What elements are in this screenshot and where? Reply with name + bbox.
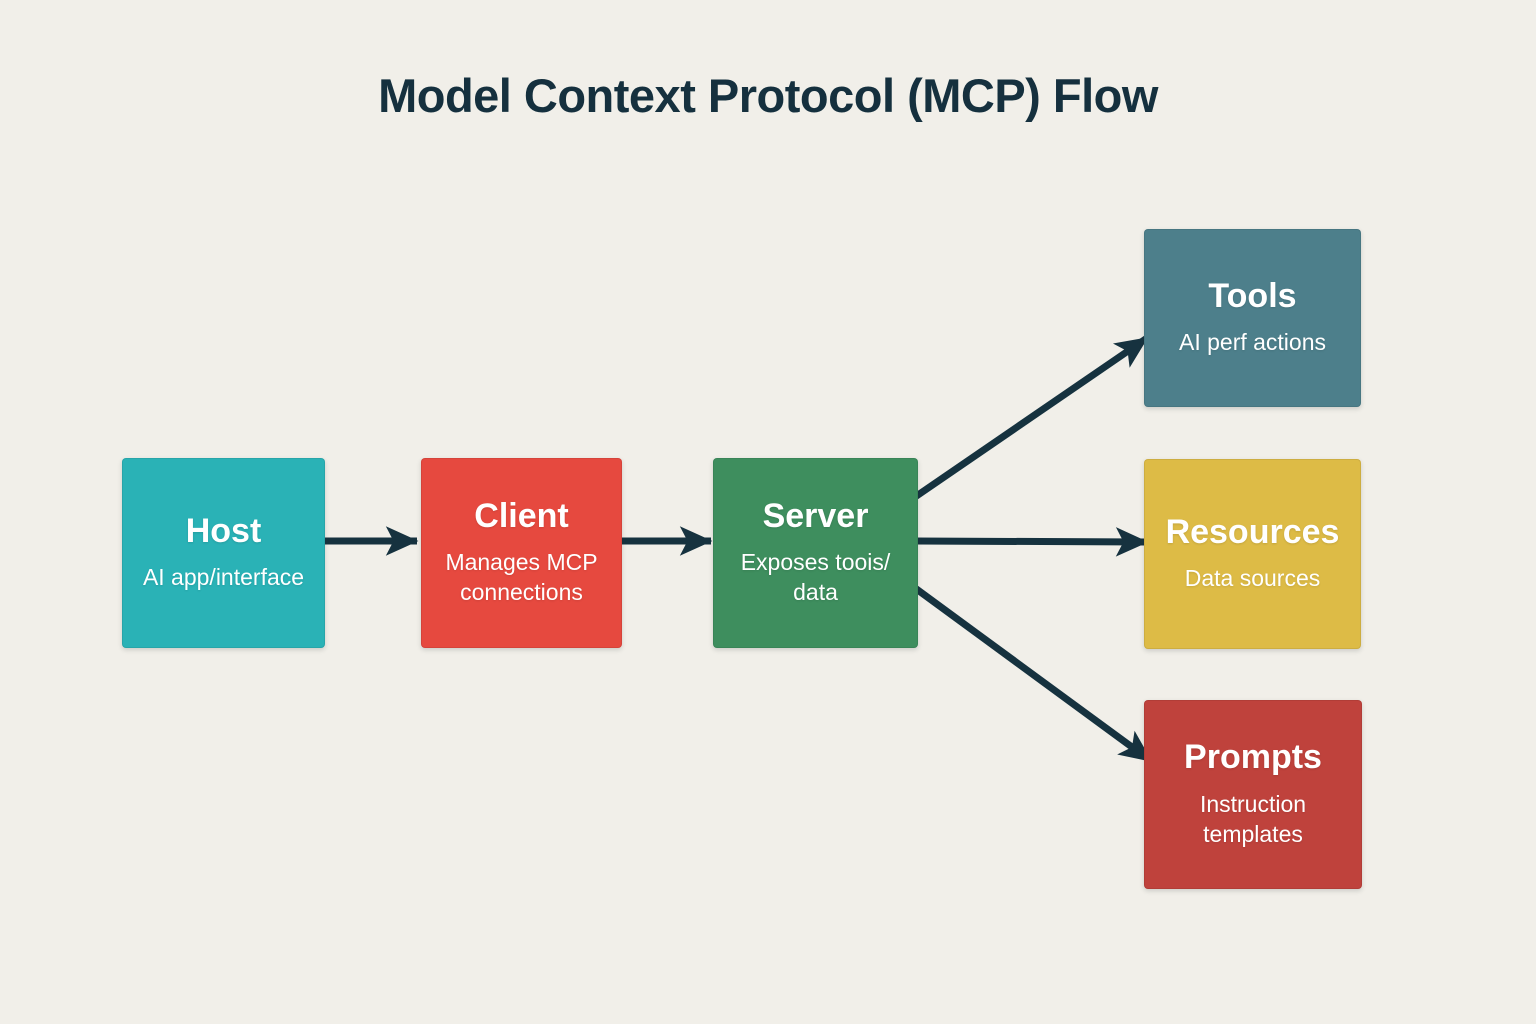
- node-host-subtitle: AI app/interface: [142, 564, 305, 591]
- node-server: Server Exposes toois/ data: [713, 458, 918, 648]
- node-resources: Resources Data sources: [1144, 459, 1361, 649]
- arrow-server-to-prompts: [912, 585, 1154, 764]
- node-tools-label: Tools: [1208, 276, 1297, 315]
- node-resources-subtitle: Data sources: [1184, 565, 1321, 592]
- node-server-subtitle: Exposes toois/ data: [740, 549, 891, 606]
- node-prompts-subtitle: Instruction templates: [1199, 790, 1307, 847]
- node-host-label: Host: [185, 511, 262, 550]
- arrow-server-to-resources: [914, 527, 1149, 557]
- node-client-label: Client: [474, 496, 569, 535]
- node-host: Host AI app/interface: [122, 458, 325, 648]
- node-server-label: Server: [762, 496, 869, 535]
- node-prompts-label: Prompts: [1184, 738, 1322, 777]
- node-client: Client Manages MCP connections: [421, 458, 622, 648]
- diagram-title: Model Context Protocol (MCP) Flow: [378, 69, 1158, 122]
- arrow-server-to-tools: [913, 335, 1149, 500]
- node-resources-label: Resources: [1165, 512, 1340, 551]
- node-client-subtitle: Manages MCP connections: [445, 549, 598, 606]
- node-prompts: Prompts Instruction templates: [1144, 700, 1362, 889]
- node-tools: Tools AI perf actions: [1144, 229, 1361, 407]
- node-tools-subtitle: AI perf actions: [1178, 329, 1327, 356]
